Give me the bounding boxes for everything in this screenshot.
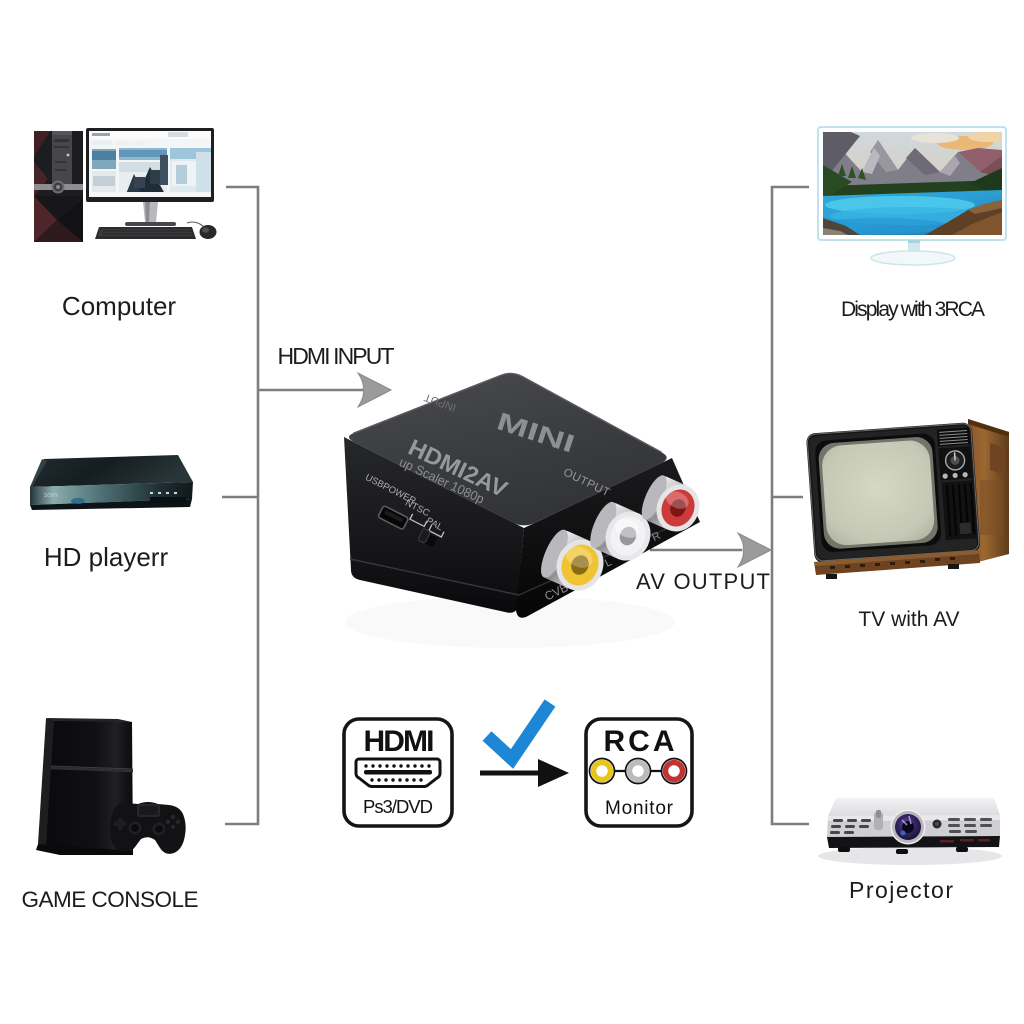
svg-text:AV OUTPUT: AV OUTPUT <box>636 569 770 594</box>
svg-text:Computer: Computer <box>62 291 176 321</box>
svg-text:HD playerr: HD playerr <box>44 542 169 572</box>
svg-text:RCA: RCA <box>604 725 675 758</box>
svg-text:Display with 3RCA: Display with 3RCA <box>841 298 985 321</box>
svg-text:SONY: SONY <box>44 493 59 499</box>
svg-text:HDMI: HDMI <box>364 725 435 758</box>
svg-text:Ps3/DVD: Ps3/DVD <box>363 796 433 817</box>
svg-text:GAME CONSOLE: GAME CONSOLE <box>22 887 199 912</box>
svg-text:HDMI INPUT: HDMI INPUT <box>278 343 395 369</box>
svg-text:L: L <box>603 556 614 569</box>
svg-text:TV with AV: TV with AV <box>858 608 959 631</box>
svg-text:Projector: Projector <box>849 877 953 903</box>
svg-text:Monitor: Monitor <box>605 798 674 819</box>
